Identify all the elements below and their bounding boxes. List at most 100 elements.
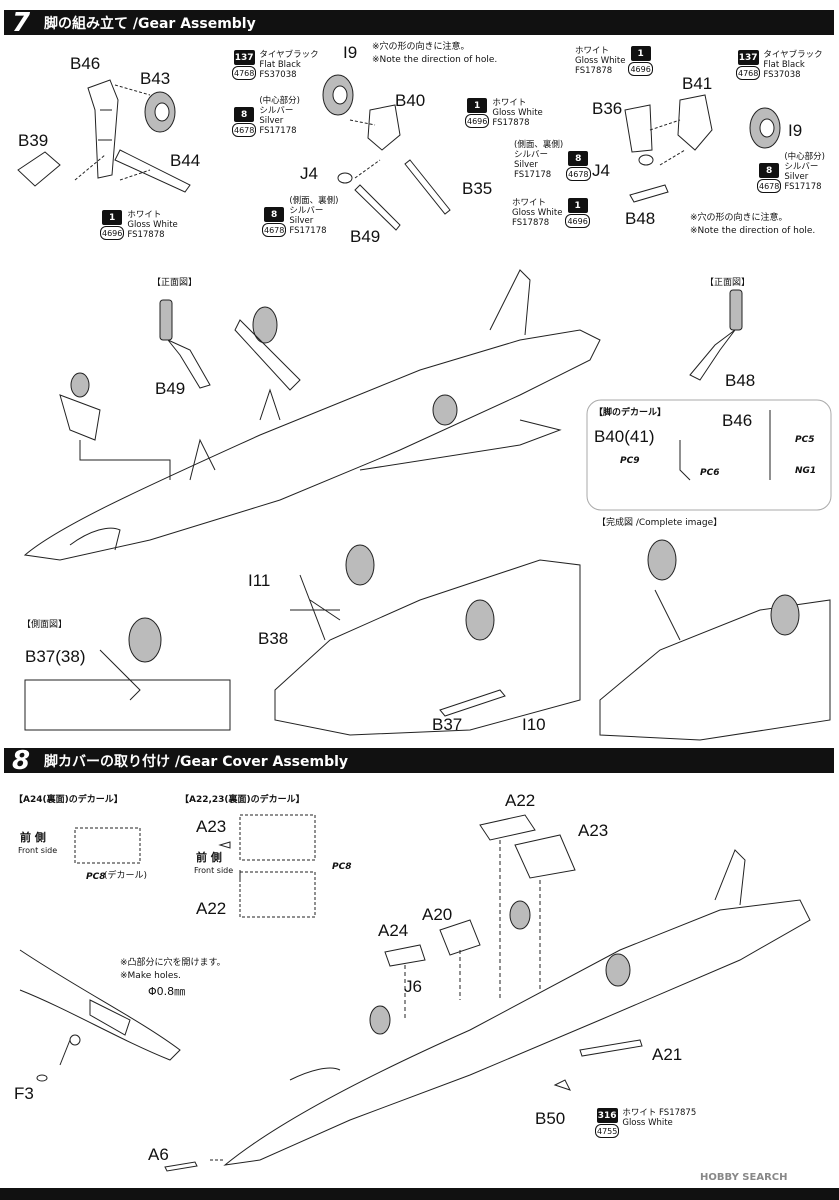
aircraft-main-step8	[164, 814, 811, 1172]
part-label: A23	[578, 821, 609, 840]
detail-closeup-center	[274, 544, 581, 736]
part-label: I9	[788, 121, 803, 140]
complete-image-label: 【完成図 /Complete image】	[597, 518, 723, 528]
door-b39-icon	[17, 151, 61, 187]
part-label: B40(41)	[594, 427, 655, 446]
part-label: B50	[535, 1109, 566, 1128]
step7-number: 7	[11, 7, 31, 38]
front-view-label: 【正面図】	[152, 278, 198, 288]
strut-b36-icon	[624, 104, 653, 153]
aircraft-main-step7	[23, 269, 601, 561]
step8-title: 脚カバーの取り付け /Gear Cover Assembly	[44, 753, 349, 770]
front-side-jp: 前 側	[196, 851, 222, 864]
part-label: B49	[350, 227, 381, 246]
part-label: I10	[522, 715, 546, 734]
decal-label: PC9	[620, 456, 640, 466]
front-view-right	[689, 289, 743, 381]
page-bottom-bar	[0, 1188, 839, 1200]
nose-detail	[19, 949, 181, 1082]
part-label: I9	[343, 43, 358, 62]
decal-label: PC8	[86, 872, 106, 882]
decal-label: PC8	[332, 862, 352, 872]
front-view-left	[59, 299, 211, 480]
part-label: B41	[682, 74, 713, 93]
hole-note-en: ※Note the direction of hole.	[372, 55, 498, 65]
watermark: HOBBY SEARCH	[700, 1172, 788, 1183]
front-view-label: 【正面図】	[705, 278, 751, 288]
decal-label: NG1	[795, 466, 817, 476]
part-label: A21	[652, 1045, 683, 1064]
strut-b46-icon	[87, 79, 119, 179]
part-label: A23	[196, 817, 227, 836]
step8-header: 8 脚カバーの取り付け /Gear Cover Assembly	[4, 745, 834, 776]
hole-note-jp-2: ※穴の形の向きに注意。	[690, 213, 788, 223]
step7-title: 脚の組み立て /Gear Assembly	[44, 15, 256, 32]
wheel-i9-icon	[322, 74, 354, 116]
front-side-jp: 前 側	[20, 831, 46, 844]
part-label: J4	[300, 164, 318, 183]
rod-b35-icon	[404, 159, 451, 215]
arm-b48-icon	[629, 184, 669, 203]
part-label: F3	[14, 1084, 34, 1103]
step8-number: 8	[11, 745, 31, 776]
part-label: B46	[722, 411, 753, 430]
part-label: A24	[378, 921, 409, 940]
hole-note-en-2: ※Note the direction of hole.	[690, 226, 816, 236]
part-label: B49	[155, 379, 186, 398]
part-label: B37	[432, 715, 463, 734]
arm-b49-icon	[354, 184, 401, 231]
part-label: A22	[505, 791, 536, 810]
gear-decal-title: 【脚のデカール】	[594, 408, 667, 418]
part-label: B37(38)	[25, 647, 86, 666]
part-label: B35	[462, 179, 493, 198]
part-label: A20	[422, 905, 453, 924]
strut-b40-icon	[367, 104, 401, 151]
hole-diameter: Φ0.8㎜	[148, 985, 186, 998]
part-label: J6	[404, 977, 422, 996]
part-label: B36	[592, 99, 623, 118]
part-label: B40	[395, 91, 426, 110]
a22-decal-title: 【A22,23(裏面)のデカール】	[180, 795, 305, 805]
side-view	[24, 617, 231, 731]
wheel-b43-icon	[144, 91, 176, 133]
part-label: B48	[725, 371, 756, 390]
wheel-i9b-icon	[749, 107, 781, 149]
part-label: J4	[592, 161, 610, 180]
arm-b44-icon	[114, 149, 191, 193]
front-side-en: Front side	[194, 866, 234, 875]
step7-header: 7 脚の組み立て /Gear Assembly	[4, 7, 834, 38]
part-label: I11	[248, 571, 271, 590]
part-label: B38	[258, 629, 289, 648]
part-label: A22	[196, 899, 227, 918]
part-label: B46	[70, 54, 101, 73]
front-side-en: Front side	[18, 846, 58, 855]
ring-j4b-icon	[638, 154, 654, 166]
part-label: B39	[18, 131, 49, 150]
a24-decal-box	[74, 827, 141, 864]
ring-j4-icon	[337, 172, 353, 184]
decal-label: PC5	[795, 435, 815, 445]
make-holes-jp: ※凸部分に穴を開けます。	[120, 958, 226, 968]
part-label: B48	[625, 209, 656, 228]
gear-decal-panel	[586, 399, 832, 511]
complete-image	[599, 539, 831, 741]
part-label: B43	[140, 69, 171, 88]
part-label: A6	[148, 1145, 169, 1164]
decal-label: PC6	[700, 468, 720, 478]
strut-b41-icon	[677, 94, 713, 151]
make-holes-en: ※Make holes.	[120, 971, 181, 981]
pc8-decal-note: (デカール)	[104, 871, 148, 881]
part-label: B44	[170, 151, 201, 170]
